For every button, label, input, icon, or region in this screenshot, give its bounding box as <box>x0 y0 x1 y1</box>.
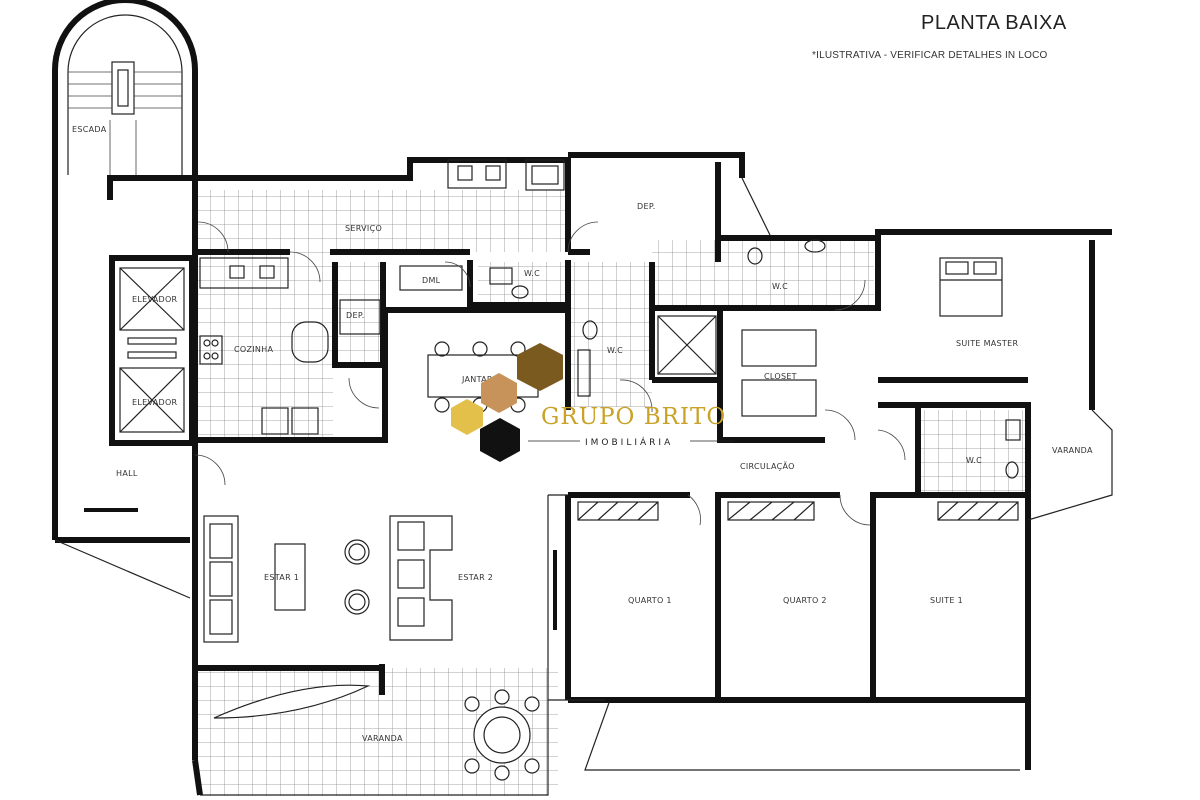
label-closet: CLOSET <box>764 372 797 381</box>
label-escada: ESCADA <box>72 125 107 134</box>
label-elevador-2: ELEVADOR <box>132 398 178 407</box>
label-dep-top: DEP. <box>637 202 656 211</box>
label-dml: DML <box>422 276 441 285</box>
stair-tower <box>52 0 198 540</box>
furniture <box>84 159 1021 781</box>
page-subtitle: *ILUSTRATIVA - VERIFICAR DETALHES IN LOC… <box>812 50 1048 61</box>
logo-name: GRUPO BRITO <box>541 404 726 430</box>
brand-logo: GRUPO BRITO IMOBILIÁRIA <box>451 343 735 462</box>
label-estar-1: ESTAR 1 <box>264 573 299 582</box>
stair-core <box>111 61 135 115</box>
elevator-1 <box>119 267 185 331</box>
label-elevador-1: ELEVADOR <box>132 295 178 304</box>
floor-dep-mid <box>335 262 383 362</box>
floor-wc-4 <box>918 410 1026 492</box>
bed-suite-master <box>939 257 1003 317</box>
label-hall: HALL <box>116 469 138 478</box>
label-wc-4: W.C <box>966 456 982 465</box>
room-labels: ESCADA SERVIÇO DEP. ELEVADOR ELEVADOR CO… <box>72 125 1093 743</box>
label-varanda-bottom: VARANDA <box>362 734 403 743</box>
label-cozinha: COZINHA <box>234 345 274 354</box>
logo-hex-gold <box>451 399 483 435</box>
logo-hex-tan <box>481 373 517 413</box>
label-circulacao: CIRCULAÇÃO <box>740 461 795 471</box>
floor-wc-3 <box>652 240 874 308</box>
label-servico: SERVIÇO <box>345 224 382 233</box>
page-title: PLANTA BAIXA <box>921 12 1067 34</box>
tiled-floors <box>198 190 1026 796</box>
elevator-2 <box>119 367 185 433</box>
logo-tagline: IMOBILIÁRIA <box>585 436 673 448</box>
label-wc-3: W.C <box>772 282 788 291</box>
label-wc-1: W.C <box>524 269 540 278</box>
logo-hex-black <box>480 418 520 462</box>
label-suite-1: SUITE 1 <box>930 596 963 605</box>
logo-hex-brown <box>517 343 563 391</box>
label-varanda-right: VARANDA <box>1052 446 1093 455</box>
floor-servico <box>198 190 568 252</box>
label-quarto-2: QUARTO 2 <box>783 596 827 605</box>
label-dep-mid: DEP. <box>346 311 365 320</box>
label-suite-master: SUITE MASTER <box>956 339 1018 348</box>
label-quarto-1: QUARTO 1 <box>628 596 672 605</box>
outline-lines <box>54 177 1113 796</box>
floor-cozinha <box>198 252 333 437</box>
label-jantar: JANTAR <box>461 375 493 384</box>
label-estar-2: ESTAR 2 <box>458 573 493 582</box>
label-wc-2: W.C <box>607 346 623 355</box>
